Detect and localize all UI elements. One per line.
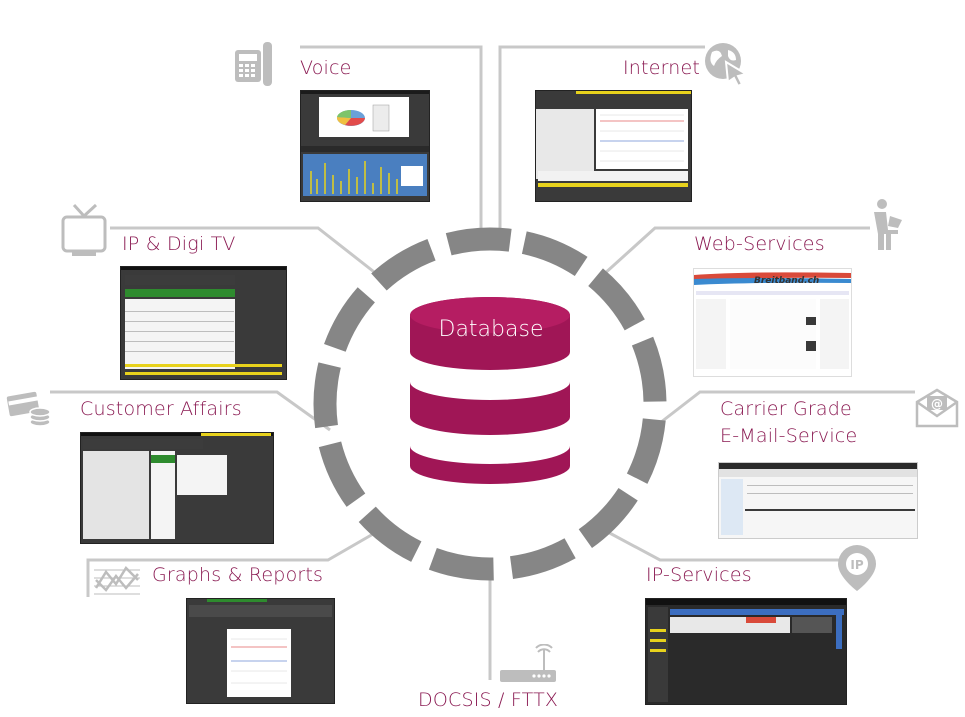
iptv-connector: [110, 226, 379, 277]
docsis-label: DOCSIS / FTTX: [418, 689, 559, 711]
svg-text:@: @: [931, 397, 943, 411]
ipservices-screenshot: [645, 598, 847, 705]
database-title: Database: [438, 317, 544, 342]
graphs-label: Graphs & Reports: [152, 564, 324, 586]
voice-screenshot: [300, 90, 430, 202]
email-connector: [655, 390, 915, 428]
internet-label: Internet: [623, 57, 701, 79]
email-label-line2: E-Mail-Service: [720, 425, 858, 447]
internet-screenshot: [535, 90, 692, 202]
internet-connector: [498, 45, 705, 238]
email-label-line1: Carrier Grade: [720, 398, 852, 420]
customer-screenshot: [80, 432, 274, 544]
globe-cursor-icon: [702, 40, 750, 88]
router-icon: [498, 643, 558, 684]
envelope-at-icon: @: [914, 388, 960, 428]
tv-icon: [60, 202, 108, 258]
voice-label: Voice: [300, 57, 352, 79]
graphs-connector: [86, 528, 381, 597]
voice-connector: [300, 45, 483, 238]
email-screenshot: [718, 462, 918, 539]
ipservices-connector: [603, 528, 860, 562]
voice-icon: [233, 40, 283, 90]
credit-card-coins-icon: [6, 388, 52, 428]
customer-label: Customer Affairs: [80, 398, 242, 420]
ipservices-label: IP-Services: [646, 564, 752, 586]
web-screenshot: Breitband.ch: [693, 268, 852, 377]
customer-connector: [50, 390, 331, 432]
web-brand: Breitband.ch: [754, 276, 819, 286]
iptv-label: IP & Digi TV: [122, 233, 236, 255]
graphs-screenshot: [186, 598, 335, 704]
iptv-screenshot: [120, 266, 287, 380]
person-laptop-icon: [868, 198, 904, 252]
web-connector: [601, 226, 870, 277]
web-label: Web-Services: [694, 233, 825, 255]
svg-text:IP: IP: [850, 558, 863, 572]
ip-pin-icon: IP: [836, 543, 878, 593]
line-chart-icon: [92, 560, 142, 600]
